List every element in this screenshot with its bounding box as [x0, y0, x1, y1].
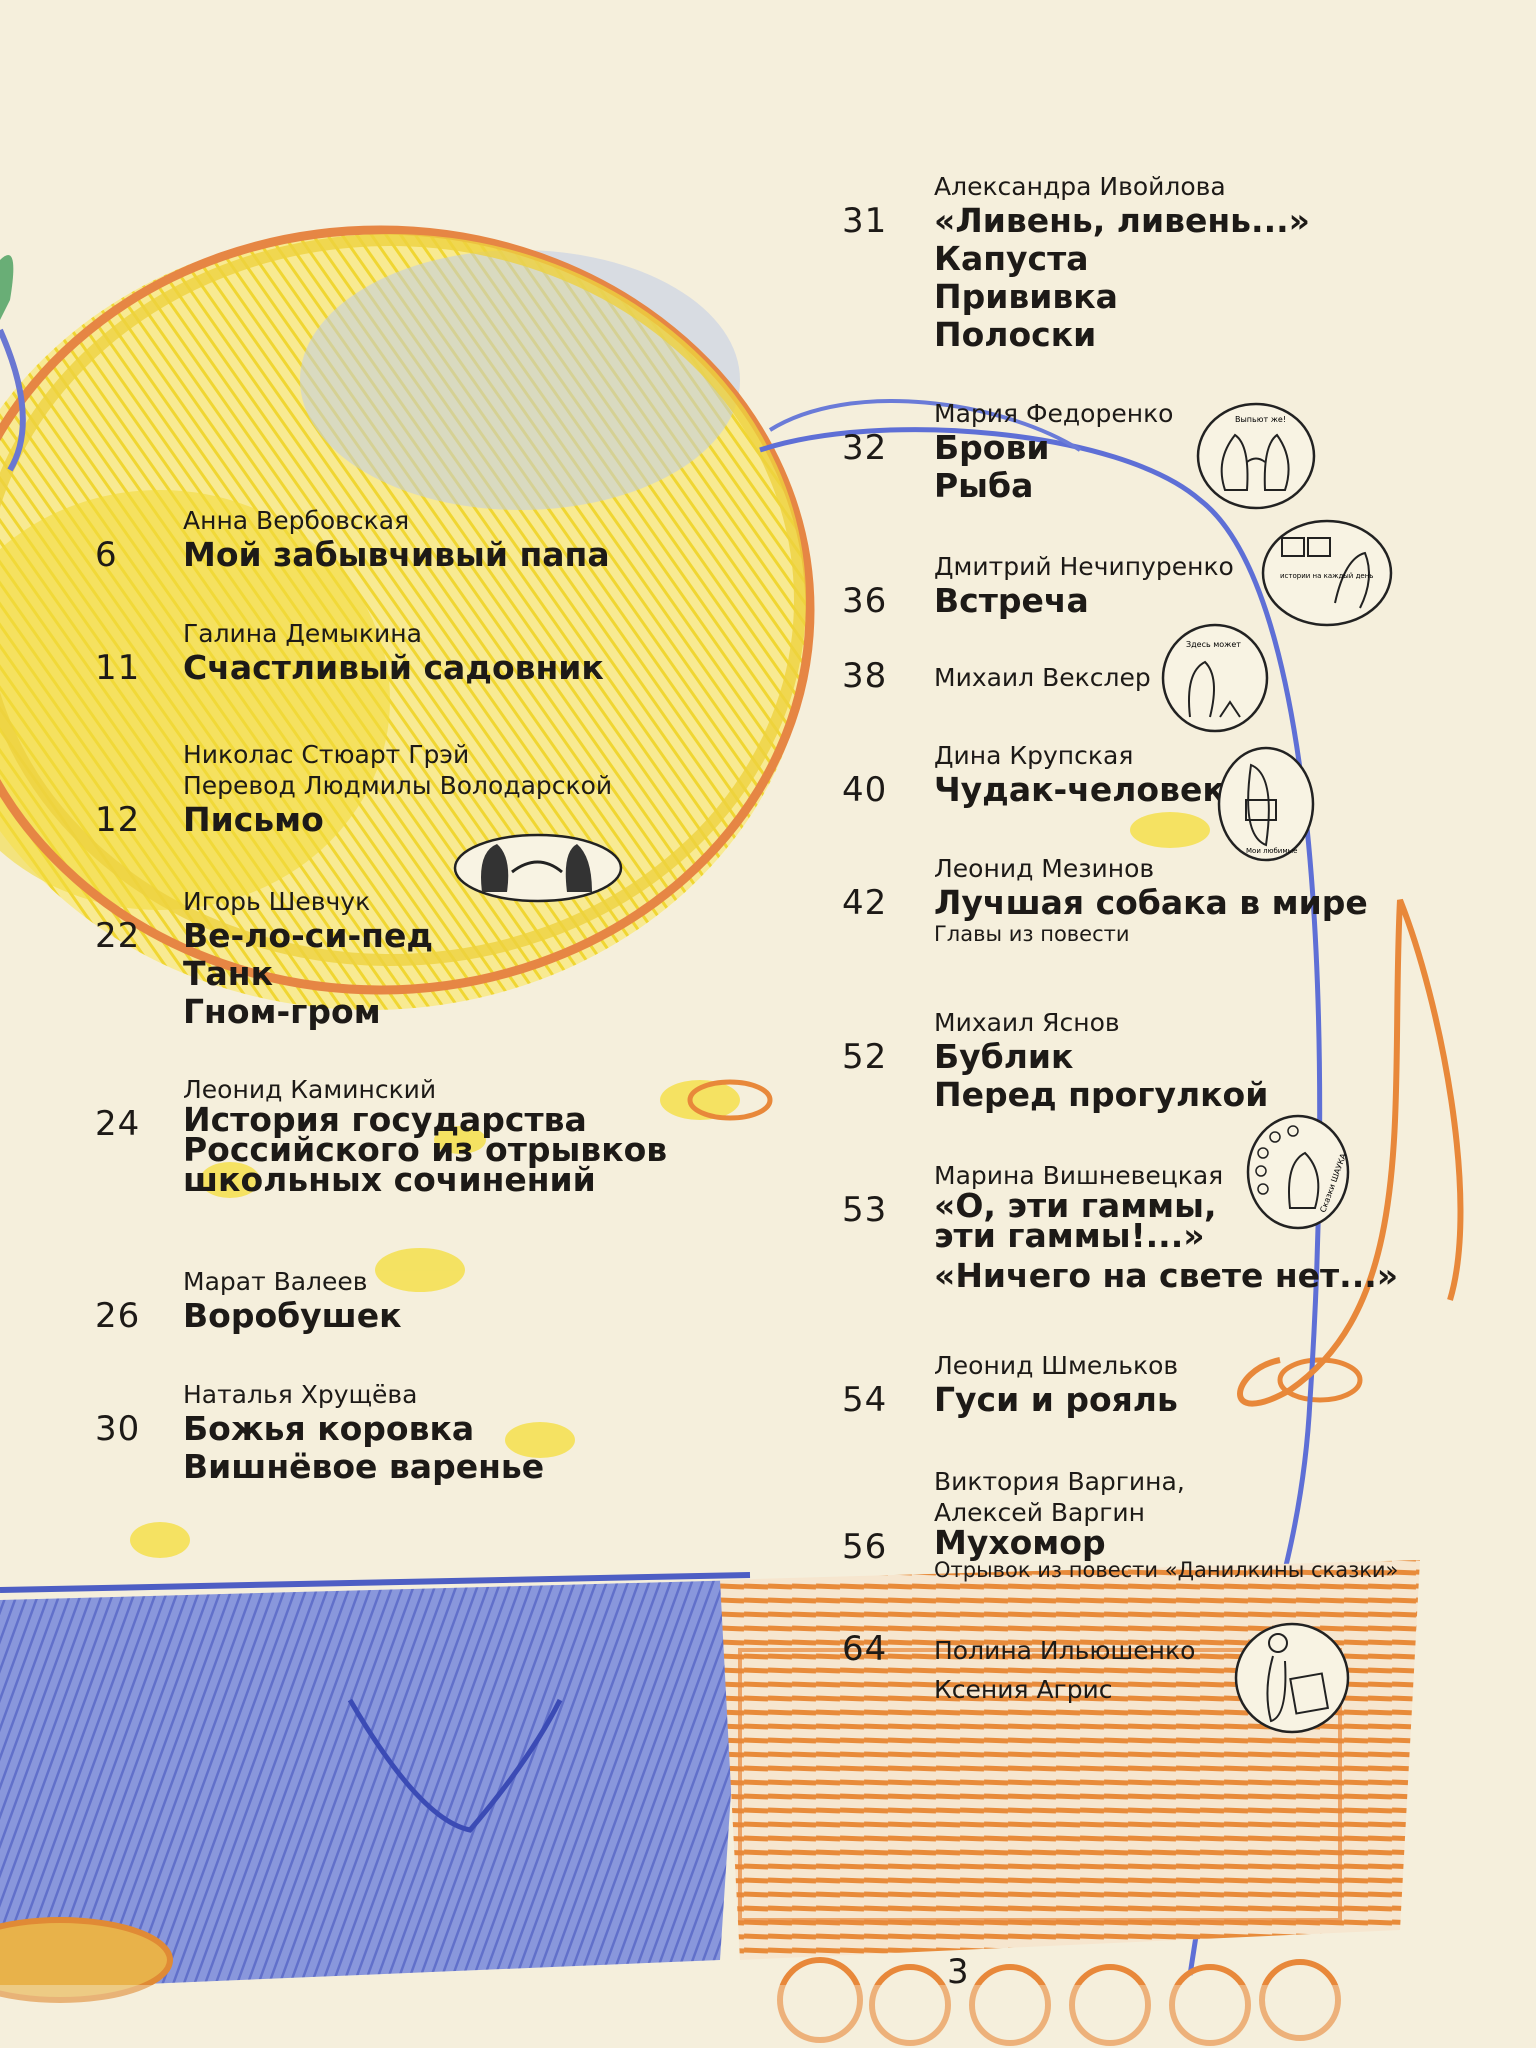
story-title: Прививка [934, 277, 1118, 316]
yellow-spots [130, 812, 1210, 1558]
story-title: Счастливый садовник [183, 648, 604, 687]
orange-wire-drawing [1237, 898, 1464, 1407]
story-title: Танк [183, 954, 273, 993]
author-name: Марат Валеев [183, 1267, 368, 1296]
story-title: «Ливень, ливень...» [934, 201, 1310, 240]
page-number: 38 [842, 656, 888, 696]
story-title: Полоски [934, 315, 1097, 354]
stamp-label: Мои любимые [1246, 847, 1297, 855]
author-name: Леонид Мезинов [934, 854, 1155, 883]
author-name: Михаил Яснов [934, 1008, 1120, 1037]
author-name: Михаил Векслер [934, 663, 1151, 692]
author-name: Леонид Шмельков [934, 1351, 1179, 1380]
story-title: Вишнёвое варенье [183, 1447, 545, 1486]
story-note: Главы из повести [934, 922, 1130, 946]
author-name: Ксения Агрис [934, 1675, 1113, 1704]
story-note: Отрывок из повести «Данилкины сказки» [934, 1558, 1399, 1582]
author-name: Марина Вишневецкая [934, 1161, 1224, 1190]
stories-stamp-icon: истории на каждый день [1261, 519, 1393, 627]
wheels-drawing [0, 1917, 1341, 2046]
author-name: Мария Федоренко [934, 399, 1174, 428]
story-title: Гуси и рояль [934, 1380, 1178, 1419]
author-name: Николас Стюарт Грэй [183, 740, 470, 769]
author-name: Галина Демыкина [183, 619, 422, 648]
rooster-stamp-icon: Сказки ШАУКА [1246, 1114, 1350, 1230]
story-title: Мой забывчивый папа [183, 535, 610, 574]
page-number: 6 [95, 535, 118, 575]
story-title: Мухомор [934, 1523, 1106, 1562]
page-number: 56 [842, 1527, 888, 1567]
story-title: Лучшая собака в мире [934, 883, 1368, 922]
page-number: 24 [95, 1104, 141, 1144]
two-hedgehogs-stamp-icon: Выпьют же! [1196, 402, 1316, 510]
story-title: «О, эти гаммы, [934, 1186, 1217, 1225]
translator-name: Перевод Людмилы Володарской [183, 771, 613, 800]
orange-spots [687, 1079, 1363, 1403]
story-title: История государства [183, 1100, 587, 1139]
story-title: Встреча [934, 581, 1089, 620]
two-figures-stamp-icon [453, 833, 623, 903]
page-number: 36 [842, 581, 888, 621]
page-number: 42 [842, 883, 888, 923]
page-number: 54 [842, 1380, 888, 1420]
page-number: 53 [842, 1190, 888, 1230]
page-number: 52 [842, 1037, 888, 1077]
fairy-stamp-icon [1234, 1622, 1350, 1734]
question-stamp-icon: Здесь может [1161, 623, 1269, 733]
author-name: Дмитрий Нечипуренко [934, 552, 1234, 581]
story-title: Российского из отрывков [183, 1130, 668, 1169]
reading-girl-stamp-icon: Мои любимые [1217, 746, 1315, 862]
page-footer-number: 3 [947, 1952, 969, 1992]
stamp-label: Здесь может [1186, 640, 1241, 649]
story-title: Рыба [934, 466, 1034, 505]
blue-block-drawing [0, 1580, 745, 1990]
story-title: Бублик [934, 1037, 1074, 1076]
author-name: Игорь Шевчук [183, 887, 371, 916]
author-name: Полина Ильюшенко [934, 1636, 1196, 1665]
author-name: Анна Вербовская [183, 506, 410, 535]
story-title: эти гаммы!...» [934, 1216, 1205, 1255]
author-name: Алексей Варгин [934, 1498, 1145, 1527]
story-title: Чудак-человек [934, 770, 1225, 809]
story-title: Брови [934, 428, 1050, 467]
story-title: «Ничего на свете нет...» [934, 1256, 1399, 1295]
story-title: Капуста [934, 239, 1089, 278]
page-number: 64 [842, 1629, 888, 1669]
story-title: школьных сочинений [183, 1160, 596, 1199]
page-number: 12 [95, 800, 141, 840]
stamp-label: истории на каждый день [1280, 572, 1373, 580]
page-number: 26 [95, 1296, 141, 1336]
page-number: 31 [842, 201, 888, 241]
author-name: Дина Крупская [934, 741, 1134, 770]
orange-block-drawing [720, 1560, 1420, 1960]
page-number: 40 [842, 770, 888, 810]
author-name: Леонид Каминский [183, 1075, 437, 1104]
author-name: Александра Ивойлова [934, 172, 1226, 201]
author-name: Виктория Варгина, [934, 1467, 1185, 1496]
story-title: Гном-гром [183, 992, 381, 1031]
story-title: Письмо [183, 800, 324, 839]
stamp-label: Выпьют же! [1235, 415, 1286, 424]
page-number: 11 [95, 648, 141, 688]
sun-drawing [0, 225, 815, 1010]
story-title: Божья коровка [183, 1409, 475, 1448]
page-number: 22 [95, 916, 141, 956]
story-title: Воробушек [183, 1296, 402, 1335]
page-number: 32 [842, 428, 888, 468]
page-number: 30 [95, 1409, 141, 1449]
story-title: Перед прогулкой [934, 1075, 1269, 1114]
story-title: Ве-ло-си-пед [183, 916, 433, 955]
author-name: Наталья Хрущёва [183, 1380, 418, 1409]
